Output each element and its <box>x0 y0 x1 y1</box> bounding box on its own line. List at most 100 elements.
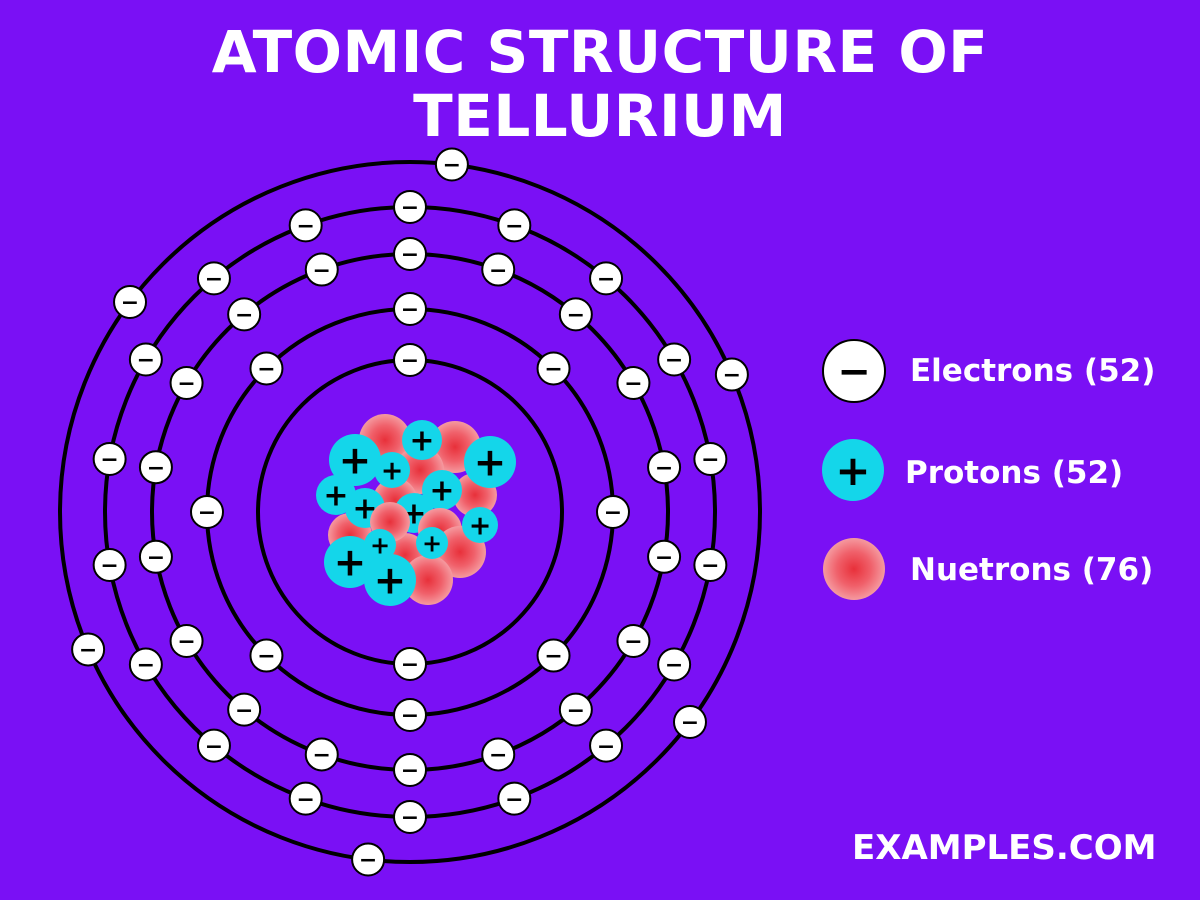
electron-shell-4: − <box>196 728 231 763</box>
svg-text:+: + <box>835 446 870 495</box>
svg-text:−: − <box>665 348 683 373</box>
legend-electron-icon: − <box>822 339 886 403</box>
svg-text:−: − <box>655 456 673 481</box>
svg-text:+: + <box>334 541 367 586</box>
svg-text:−: − <box>597 267 615 292</box>
svg-text:−: − <box>79 638 97 663</box>
legend-proton-icon: + <box>822 439 884 501</box>
svg-text:+: + <box>374 559 407 604</box>
svg-text:−: − <box>701 448 719 473</box>
watermark-label: EXAMPLES.COM <box>852 828 1157 868</box>
proton: + <box>329 434 381 486</box>
svg-text:−: − <box>198 501 216 526</box>
electron-shell-4: − <box>393 800 427 834</box>
electron-shell-2: − <box>249 638 284 673</box>
svg-text:+: + <box>409 424 434 459</box>
svg-text:−: − <box>401 196 419 221</box>
electron-shell-1: − <box>393 647 427 681</box>
svg-text:−: − <box>177 630 195 655</box>
svg-text:−: − <box>701 554 719 579</box>
electron-shell-2: − <box>596 495 630 529</box>
svg-text:−: − <box>296 214 314 239</box>
legend-label-electrons: Electrons (52) <box>910 353 1156 389</box>
electron-shell-4: − <box>92 547 127 582</box>
electron-shell-3: − <box>481 252 516 287</box>
svg-text:−: − <box>296 787 314 812</box>
svg-text:−: − <box>505 787 523 812</box>
svg-text:−: − <box>313 258 331 283</box>
electron-shell-5: − <box>71 632 106 667</box>
svg-text:−: − <box>567 303 585 328</box>
electron-shell-3: − <box>227 692 262 727</box>
electron-shell-4: − <box>128 647 163 682</box>
svg-text:−: − <box>359 848 377 873</box>
svg-text:−: − <box>597 734 615 759</box>
svg-text:−: − <box>401 653 419 678</box>
electron-shell-2: − <box>393 292 427 326</box>
electron-shell-4: − <box>497 781 532 816</box>
svg-text:−: − <box>665 653 683 678</box>
legend-icons: −+ <box>822 339 886 600</box>
electron-shell-4: − <box>128 342 163 377</box>
proton: + <box>402 420 442 460</box>
electron-shell-3: − <box>393 753 427 787</box>
electron-shell-2: − <box>536 351 571 386</box>
svg-text:−: − <box>257 644 275 669</box>
electron-shell-4: − <box>657 342 692 377</box>
electron-shell-3: − <box>138 539 173 574</box>
svg-text:+: + <box>323 479 348 514</box>
electron-shell-3: − <box>647 450 682 485</box>
svg-text:+: + <box>469 510 492 541</box>
svg-text:+: + <box>429 474 454 509</box>
proton: + <box>464 436 516 488</box>
electron-shell-4: − <box>589 728 624 763</box>
legend-neutron-icon <box>823 538 885 600</box>
electron-shell-3: − <box>616 624 651 658</box>
electron-shell-3: − <box>138 450 173 485</box>
svg-text:−: − <box>100 554 118 579</box>
svg-text:−: − <box>177 372 195 397</box>
svg-text:−: − <box>401 298 419 323</box>
electron-shell-4: − <box>693 442 728 477</box>
svg-text:−: − <box>235 698 253 723</box>
electron-shell-2: − <box>249 351 284 386</box>
legend-label-neutrons: Nuetrons (76) <box>910 552 1154 588</box>
svg-text:−: − <box>443 153 461 178</box>
electron-shell-5: − <box>113 284 148 319</box>
legend-label-protons: Protons (52) <box>905 455 1124 491</box>
electron-shell-3: − <box>393 237 427 271</box>
electron-shell-4: − <box>92 442 127 477</box>
electron-shell-3: − <box>169 624 204 658</box>
page-title-line-2: TELLURIUM <box>413 82 787 150</box>
proton: + <box>374 452 410 488</box>
svg-text:−: − <box>567 698 585 723</box>
svg-text:−: − <box>401 759 419 784</box>
electron-group: −−−−−−−−−−−−−−−−−−−−−−−−−−−−−−−−−−−−−−−−… <box>71 147 749 877</box>
svg-text:−: − <box>121 291 139 316</box>
svg-text:−: − <box>837 349 871 395</box>
electron-shell-3: − <box>227 297 262 332</box>
electron-shell-5: − <box>672 705 707 740</box>
electron-shell-2: − <box>190 495 224 529</box>
svg-text:+: + <box>474 441 507 486</box>
electron-shell-4: − <box>393 190 427 224</box>
svg-text:−: − <box>723 363 741 388</box>
electron-shell-4: − <box>693 547 728 582</box>
neutron <box>403 555 453 605</box>
electron-shell-1: − <box>393 343 427 377</box>
svg-text:−: − <box>401 243 419 268</box>
svg-text:+: + <box>339 439 372 484</box>
svg-text:−: − <box>681 711 699 736</box>
svg-text:−: − <box>257 357 275 382</box>
electron-shell-4: − <box>589 261 624 296</box>
svg-text:−: − <box>147 456 165 481</box>
svg-text:−: − <box>313 743 331 768</box>
proton: + <box>462 507 498 543</box>
electron-shell-4: − <box>288 208 323 243</box>
svg-text:−: − <box>544 644 562 669</box>
nucleus: +++++++++++++ <box>316 414 516 606</box>
svg-text:−: − <box>544 357 562 382</box>
electron-shell-3: − <box>616 366 651 400</box>
svg-text:+: + <box>422 529 442 557</box>
svg-text:−: − <box>489 743 507 768</box>
